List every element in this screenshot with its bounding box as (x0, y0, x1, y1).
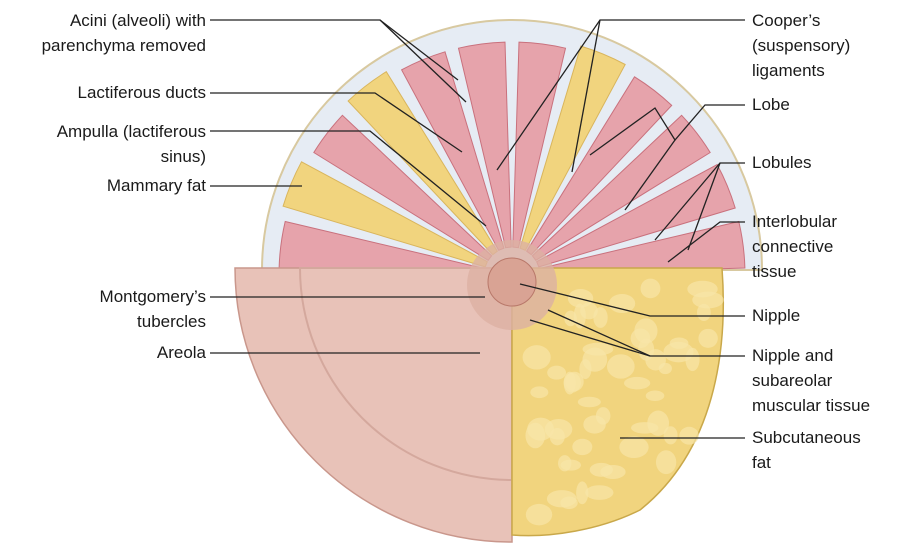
fat-lobule (578, 397, 601, 408)
fat-lobule (600, 465, 625, 479)
label-ampulla: Ampulla (lactiferoussinus) (57, 119, 206, 169)
fat-lobule (679, 427, 698, 445)
label-subareolar-muscle: Nipple andsubareolarmuscular tissue (752, 343, 870, 418)
fat-lobule (670, 337, 689, 348)
label-areola: Areola (157, 340, 206, 365)
nipple (488, 258, 536, 306)
label-acini: Acini (alveoli) withparenchyma removed (42, 8, 206, 58)
label-montgomery-tubercles: Montgomery’stubercles (100, 284, 206, 334)
fat-lobule (560, 496, 577, 509)
label-lobe: Lobe (752, 92, 790, 117)
label-subcutaneous-fat: Subcutaneousfat (752, 425, 861, 475)
label-mammary-fat: Mammary fat (107, 173, 206, 198)
label-lobules: Lobules (752, 150, 812, 175)
fat-lobule (583, 415, 605, 433)
label-nipple: Nipple (752, 303, 800, 328)
fat-lobule (572, 439, 592, 455)
fat-lobule (634, 318, 657, 343)
fat-lobule (530, 386, 548, 398)
fat-lobule (579, 359, 591, 379)
fat-lobule (576, 481, 588, 504)
areola-skin-quadrant (235, 268, 512, 542)
fat-lobule (656, 450, 676, 474)
label-coopers-ligaments: Cooper’s(suspensory)ligaments (752, 8, 850, 83)
fat-lobule (624, 377, 650, 390)
fat-lobule (687, 281, 717, 298)
fat-lobule (646, 391, 665, 401)
fat-lobule (698, 329, 717, 348)
fat-lobule (564, 372, 576, 395)
fat-lobule (645, 349, 666, 370)
fat-lobule (523, 345, 551, 369)
fat-lobule (697, 304, 711, 321)
fat-lobule (526, 504, 552, 525)
fat-lobule (527, 418, 554, 441)
label-interlobular-tissue: Interlobularconnectivetissue (752, 209, 837, 284)
fat-lobule (685, 348, 699, 371)
fat-lobule (547, 366, 566, 380)
label-lactiferous-ducts: Lactiferous ducts (77, 80, 206, 105)
fat-lobule (647, 410, 669, 435)
fat-lobule (585, 485, 613, 500)
fat-lobule (607, 354, 635, 378)
fat-lobule (641, 279, 661, 299)
fat-lobule (619, 436, 648, 458)
fat-lobule (558, 455, 571, 471)
fat-lobule (609, 294, 635, 313)
